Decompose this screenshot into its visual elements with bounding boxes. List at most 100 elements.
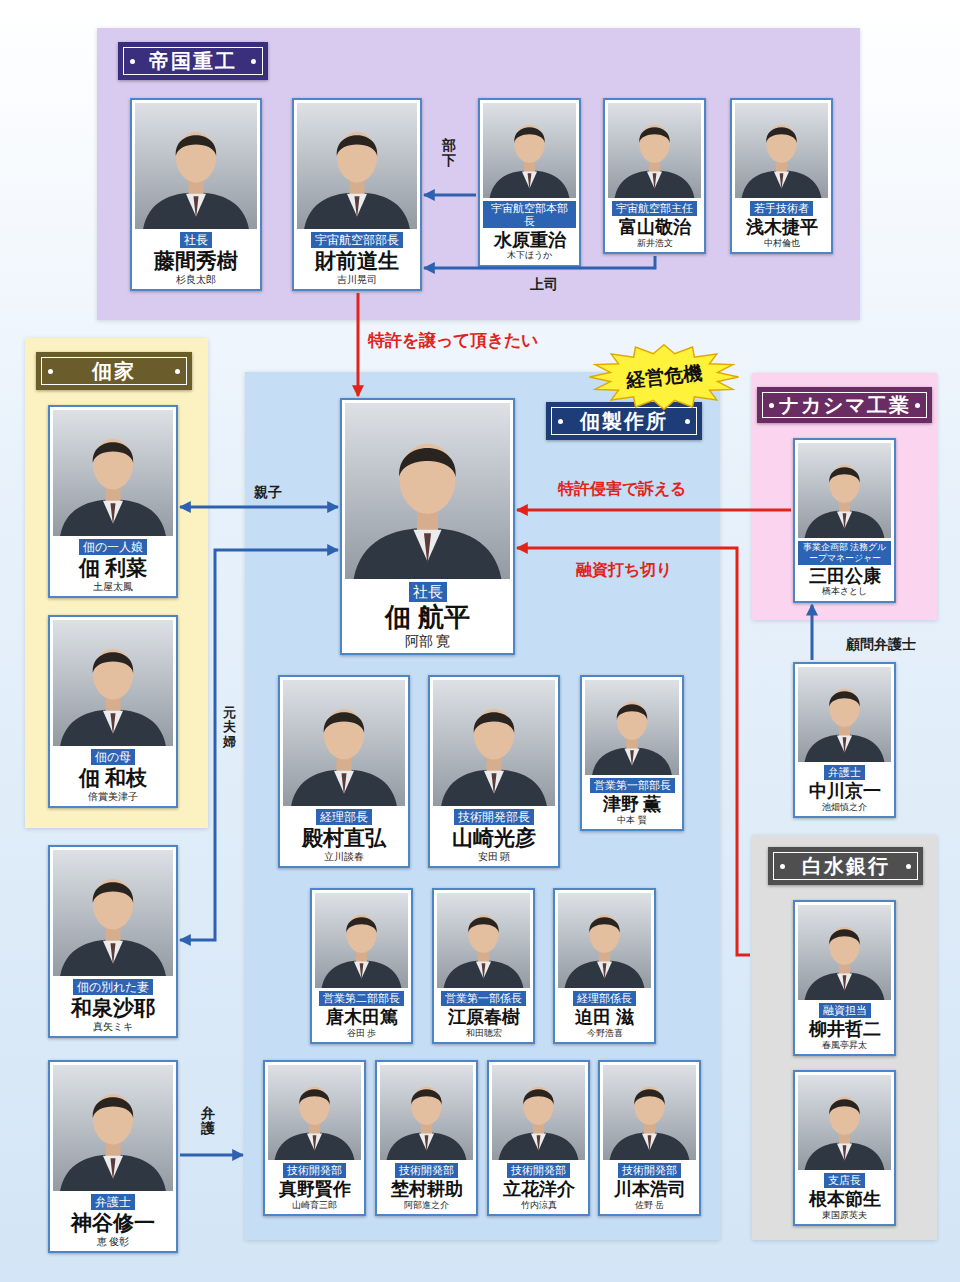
portrait-photo	[283, 680, 405, 806]
actor-name: 立川談春	[283, 851, 405, 864]
actor-name: 土屋太鳳	[53, 581, 173, 594]
relation-label: 上司	[530, 277, 558, 292]
character-card: 技術開発部長山崎光彦安田 顕	[428, 675, 560, 868]
actor-name: 今野浩喜	[558, 1028, 651, 1039]
group-title: ナカシマ工業	[779, 394, 911, 416]
actor-name: 中本 賢	[585, 815, 679, 826]
role-label: 技術開発部	[283, 1163, 346, 1178]
role-label: 営業第二部部長	[319, 991, 404, 1006]
character-name: 柳井哲二	[798, 1019, 891, 1040]
relation-label-holder: 弁護	[201, 1106, 215, 1137]
role-label: 佃の母	[91, 749, 135, 765]
group-badge: ナカシマ工業	[757, 387, 932, 423]
actor-name: 木下ほうか	[483, 250, 576, 261]
role-label: 弁護士	[91, 1194, 135, 1210]
character-name: 佃 航平	[345, 603, 510, 633]
group-title: 佃製作所	[580, 410, 668, 432]
character-name: 中川京一	[798, 781, 891, 802]
character-name: 迫田 滋	[558, 1007, 651, 1028]
character-card: 支店長根本節生東国原英夫	[793, 1070, 896, 1226]
character-card: 社長藤間秀樹杉良太郎	[130, 98, 262, 291]
relation-label: 特許を譲って頂きたい	[368, 332, 538, 351]
character-card: 弁護士神谷修一恵 俊彰	[48, 1060, 178, 1253]
relation-label-holder: 特許を譲って頂きたい	[368, 332, 538, 351]
actor-name: 安田 顕	[433, 851, 555, 864]
character-name: 殿村直弘	[283, 826, 405, 850]
ornament-dot	[175, 369, 180, 374]
portrait-photo	[53, 620, 173, 746]
ornament-dot	[780, 864, 785, 869]
group-badge: 帝国重工	[118, 42, 268, 80]
actor-name: 和田聰宏	[437, 1028, 530, 1039]
portrait-photo	[492, 1065, 585, 1160]
character-card: 融資担当柳井哲二春風亭昇太	[793, 900, 896, 1056]
character-name: 佃 和枝	[53, 766, 173, 790]
portrait-photo	[315, 893, 408, 988]
ornament-dot	[48, 369, 53, 374]
portrait-photo	[483, 103, 576, 198]
relation-arrow	[517, 509, 791, 512]
relation-arrow	[180, 506, 338, 509]
actor-name: 中村倫也	[735, 238, 828, 249]
relation-label-holder: 上司	[530, 277, 558, 292]
role-label: 技術開発部	[618, 1163, 681, 1178]
character-card: 経理部係長迫田 滋今野浩喜	[553, 888, 656, 1044]
actor-name: 真矢ミキ	[53, 1021, 173, 1034]
role-label: 宇宙航空部本部長	[483, 201, 576, 228]
portrait-photo	[798, 1075, 891, 1170]
group-panel: 融資担当柳井哲二春風亭昇太支店長根本節生東国原英夫 白水銀行	[752, 835, 937, 1240]
group-badge: 佃家	[36, 352, 192, 390]
role-label: 経理部係長	[573, 991, 636, 1006]
actor-name: 恵 俊彰	[53, 1236, 173, 1249]
portrait-photo	[798, 667, 891, 762]
character-card: 技術開発部川本浩司佐野 岳	[598, 1060, 701, 1216]
character-card: 宇宙航空部主任富山敬治新井浩文	[603, 98, 706, 254]
portrait-photo	[53, 850, 173, 976]
relation-label-holder: 特許侵害で訴える	[558, 480, 686, 498]
actor-name: 倍賞美津子	[53, 791, 173, 804]
portrait-photo	[735, 103, 828, 198]
portrait-photo	[135, 103, 257, 229]
relation-arrow	[517, 548, 750, 955]
character-name: 佃 利菜	[53, 556, 173, 580]
portrait-photo	[297, 103, 417, 229]
character-card: 宇宙航空部部長財前道生吉川晃司	[292, 98, 422, 291]
group-title: 帝国重工	[149, 50, 237, 72]
portrait-photo	[268, 1065, 361, 1160]
group-badge: 佃製作所	[546, 402, 702, 440]
character-name: 神谷修一	[53, 1211, 173, 1235]
role-label: 営業第一部係長	[441, 991, 526, 1006]
portrait-photo	[603, 1065, 696, 1160]
relation-label-holder: 部下	[442, 138, 456, 169]
relation-arrow	[424, 256, 655, 268]
relation-arrow	[357, 293, 360, 396]
relation-arrow	[424, 194, 476, 197]
group-title: 白水銀行	[802, 855, 890, 877]
character-name: 川本浩司	[603, 1179, 696, 1200]
role-label: 弁護士	[824, 765, 865, 780]
actor-name: 阿部進之介	[380, 1200, 473, 1211]
character-name: 財前道生	[297, 249, 417, 273]
character-name: 江原春樹	[437, 1007, 530, 1028]
role-label: 技術開発部長	[454, 809, 534, 825]
character-card: 技術開発部真野賢作山崎育三郎	[263, 1060, 366, 1216]
character-name: 浅木捷平	[735, 217, 828, 238]
character-card: 技術開発部埜村耕助阿部進之介	[375, 1060, 478, 1216]
role-label: 技術開発部	[395, 1163, 458, 1178]
role-label: 社長	[180, 232, 212, 248]
ornament-dot	[915, 403, 920, 408]
character-card: 営業第一部係長江原春樹和田聰宏	[432, 888, 535, 1044]
portrait-photo	[608, 103, 701, 198]
relation-label: 顧問弁護士	[846, 637, 916, 652]
actor-name: 竹内涼真	[492, 1200, 585, 1211]
character-name: 和泉沙耶	[53, 996, 173, 1020]
portrait-photo	[345, 403, 510, 579]
ornament-dot	[906, 864, 911, 869]
character-card: 営業第二部部長唐木田篤谷田 歩	[310, 888, 413, 1044]
group-panel: 社長佃 航平阿部 寛経理部長殿村直弘立川談春技術開発部長山崎光彦安田 顕営業第一…	[245, 372, 720, 1240]
character-card: 技術開発部立花洋介竹内涼真	[487, 1060, 590, 1216]
ornament-dot	[685, 419, 690, 424]
actor-name: 山崎育三郎	[268, 1200, 361, 1211]
portrait-photo	[53, 1065, 173, 1191]
ornament-dot	[251, 59, 256, 64]
